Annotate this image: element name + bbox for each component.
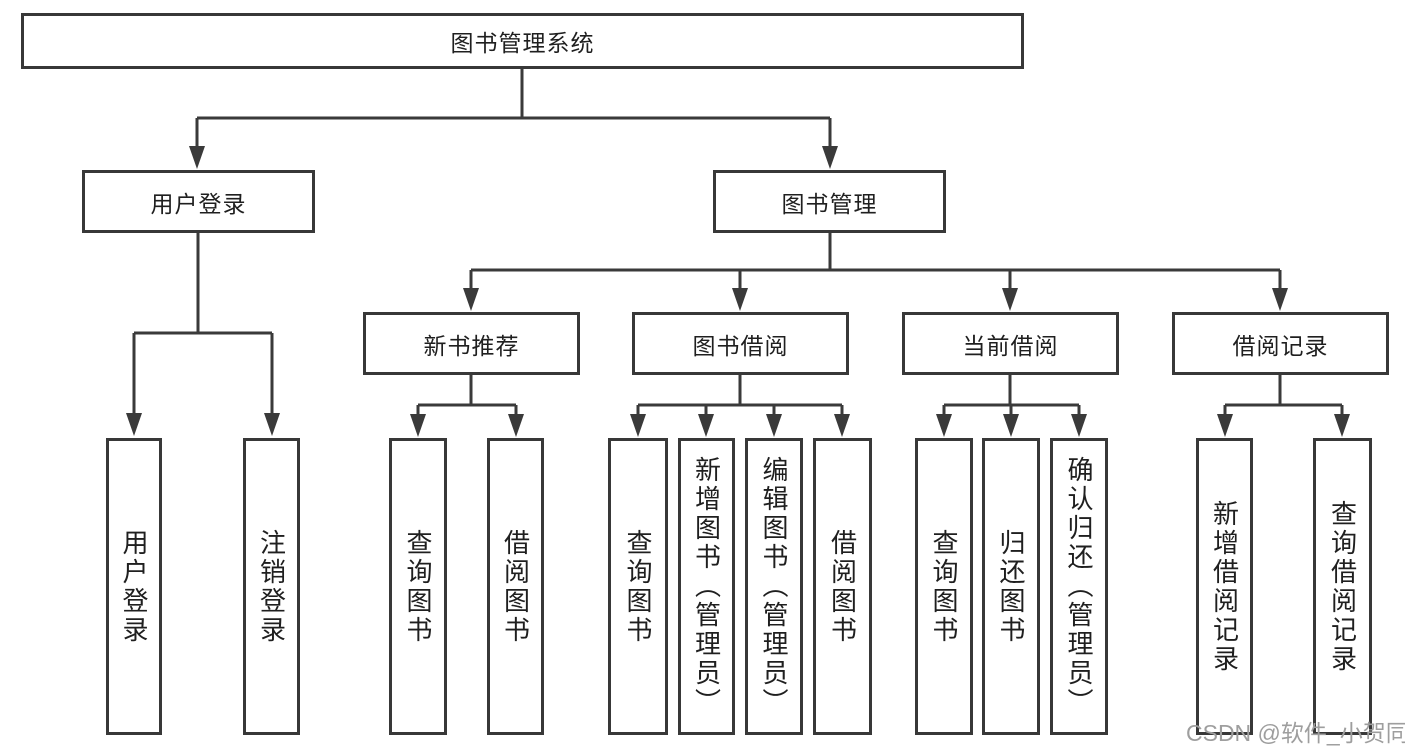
node-leaf-add-borrow-record: 新增借阅记录: [1196, 438, 1253, 735]
node-leaf-add-books-admin: 新增图书（管理员）: [678, 438, 735, 735]
node-current-borrowing: 当前借阅: [902, 312, 1119, 375]
node-user-login: 用户登录: [82, 170, 315, 233]
node-leaf-query-books-3: 查询图书: [915, 438, 973, 735]
node-leaf-borrow-books-2: 借阅图书: [813, 438, 872, 735]
node-leaf-logout: 注销登录: [243, 438, 300, 735]
node-leaf-edit-books-admin: 编辑图书（管理员）: [745, 438, 803, 735]
node-leaf-borrow-books-1: 借阅图书: [487, 438, 544, 735]
node-leaf-query-books-1: 查询图书: [389, 438, 447, 735]
node-book-management: 图书管理: [713, 170, 946, 233]
node-leaf-query-borrow-record: 查询借阅记录: [1313, 438, 1372, 735]
connector-group-root: [132, 69, 1344, 415]
csdn-watermark: CSDN @软件_小贺同学: [1186, 720, 1405, 746]
node-borrowing-records: 借阅记录: [1172, 312, 1389, 375]
node-book-borrowing: 图书借阅: [632, 312, 849, 375]
node-new-book-recommendation: 新书推荐: [363, 312, 580, 375]
node-leaf-query-books-2: 查询图书: [608, 438, 668, 735]
node-leaf-confirm-return-admin: 确认归还（管理员）: [1050, 438, 1108, 735]
node-leaf-return-books: 归还图书: [982, 438, 1040, 735]
node-library-system: 图书管理系统: [21, 13, 1024, 69]
node-leaf-user-login: 用户登录: [106, 438, 162, 735]
arrowhead-icons: [126, 146, 1350, 437]
